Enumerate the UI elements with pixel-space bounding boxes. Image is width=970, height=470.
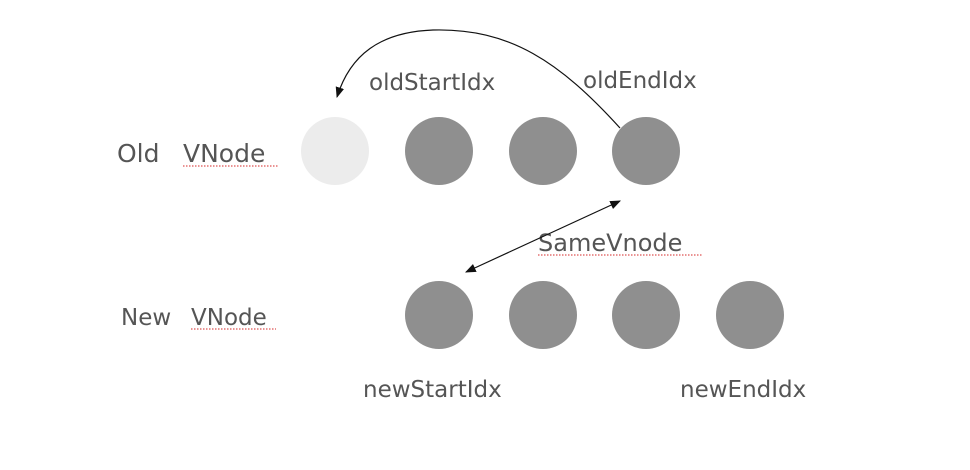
old-node-1-moved bbox=[301, 117, 369, 185]
old-node-2 bbox=[405, 117, 473, 185]
new-end-idx-label: newEndIdx bbox=[680, 377, 806, 403]
old-node-3 bbox=[509, 117, 577, 185]
move-to-start-arrow bbox=[335, 29, 621, 129]
old-end-idx-label: oldEndIdx bbox=[583, 68, 697, 94]
new-node-3 bbox=[612, 281, 680, 349]
old-node-4 bbox=[612, 117, 680, 185]
new-start-idx-label: newStartIdx bbox=[363, 377, 502, 403]
old-start-idx-label: oldStartIdx bbox=[369, 70, 495, 96]
old-vnode-prefix: Old bbox=[117, 139, 160, 168]
new-node-4 bbox=[716, 281, 784, 349]
same-vnode-label: SameVnode bbox=[538, 229, 682, 257]
new-node-2 bbox=[509, 281, 577, 349]
new-node-1 bbox=[405, 281, 473, 349]
old-vnode-word: VNode bbox=[183, 139, 265, 168]
new-vnode-word: VNode bbox=[191, 305, 267, 331]
same-vnode-compare-arrow bbox=[465, 200, 621, 273]
new-vnode-prefix: New bbox=[121, 305, 171, 331]
